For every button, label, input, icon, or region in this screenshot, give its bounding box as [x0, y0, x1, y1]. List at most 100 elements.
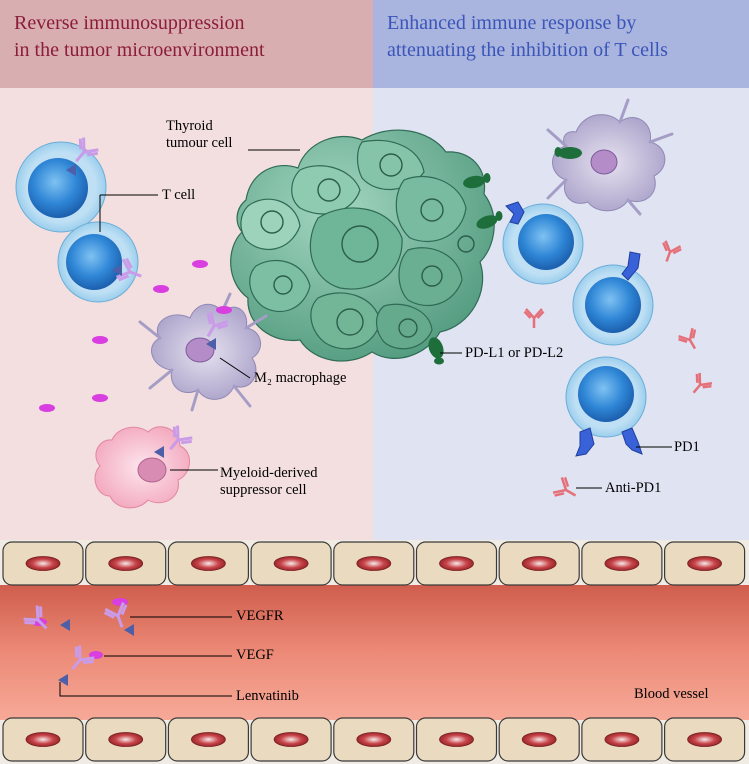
anti-pd1-antibodies: [523, 240, 713, 497]
pd1-receptors: [505, 201, 643, 457]
t-cell-lower: [57, 221, 139, 303]
endothelial-nucleus: [439, 732, 474, 747]
receptor-antibody: [75, 137, 99, 163]
endothelial-cell: [581, 541, 663, 586]
endothelial-nucleus: [190, 556, 226, 571]
pd-ligand: [428, 337, 444, 365]
right-header-band: [373, 0, 749, 88]
endothelial-nucleus: [687, 732, 722, 747]
endothelial-cell: [250, 717, 332, 762]
receptor-antibody: [103, 602, 128, 628]
vegf-particle: [216, 306, 232, 314]
endothelial-cell: [498, 717, 580, 762]
anti-pd1-label: Anti-PD1: [605, 480, 662, 496]
endothelial-nucleus: [356, 732, 392, 747]
endothelial-cell: [415, 717, 498, 762]
m2-macrophage-label: M₂ macrophage: [254, 370, 347, 386]
thyroid-label-line-1: Thyroid: [166, 118, 213, 134]
receptor-antibody: [23, 605, 48, 630]
thyroid-tumour-cell: [230, 129, 495, 362]
pd1-label: PD1: [674, 439, 700, 455]
right-title-line-1: Enhanced immune response by: [387, 12, 637, 34]
m2-leader: [219, 357, 251, 379]
endothelial-nucleus: [521, 732, 557, 747]
mdsc-label-line-2: suppressor cell: [220, 482, 307, 498]
endothelial-nucleus: [604, 732, 640, 747]
lenvatinib-label: Lenvatinib: [236, 688, 299, 704]
pd-ligands: [428, 147, 582, 365]
right-title-line-2: attenuating the inhibition of T cells: [387, 39, 668, 61]
pd-ligand: [463, 173, 491, 189]
endothelial-cell: [581, 717, 663, 762]
endothelial-nucleus: [604, 556, 640, 571]
endothelial-cell: [85, 541, 167, 586]
endothelial-nucleus: [439, 556, 474, 571]
vegf-particle: [92, 394, 108, 402]
endothelial-nucleus: [521, 556, 557, 571]
t-cell-label: T cell: [162, 187, 196, 203]
anti-pd1-antibody: [523, 308, 545, 328]
right-panel-title: Enhanced immune response by attenuating …: [373, 0, 749, 88]
blood-vessel-label: Blood vessel: [634, 686, 709, 702]
t-cell-leader: [99, 194, 158, 232]
t-cell-right-2: [572, 264, 654, 346]
endothelial-nucleus: [356, 556, 392, 571]
lenvatinib-marker: [124, 624, 134, 636]
endothelial-nucleus: [25, 556, 61, 571]
leader-lines: [59, 149, 672, 697]
lenvatinib-marker: [58, 674, 68, 686]
lenvatinib-marker: [112, 264, 122, 276]
pd1-receptor: [575, 427, 595, 457]
vegfr-label: VEGFR: [236, 608, 284, 624]
pd-ligand-label: PD-L1 or PD-L2: [465, 345, 564, 361]
lenvatinib-leader: [59, 682, 232, 697]
vegf-particle: [92, 336, 108, 344]
thyroid-label-line-2: tumour cell: [166, 135, 233, 151]
t-cell-right-1: [502, 203, 584, 285]
lenvatinib-marker: [154, 446, 164, 458]
thyroid-tumour-label: Thyroid tumour cell: [166, 118, 232, 152]
endothelial-cell: [167, 541, 249, 586]
endothelial-cell: [333, 717, 415, 762]
right-macrophage: [546, 98, 674, 216]
pd1-receptor: [621, 251, 641, 281]
endothelial-row-bottom: [2, 717, 746, 762]
vegf-particle: [39, 404, 55, 412]
endothelial-row-top: [2, 541, 746, 586]
pd1-receptor: [505, 201, 525, 225]
endothelial-nucleus: [108, 732, 144, 747]
lenvatinib-marker: [206, 338, 216, 350]
endothelial-nucleus: [108, 556, 144, 571]
left-header-band: [0, 0, 373, 88]
endothelial-cell: [663, 541, 746, 586]
pd-ligand: [476, 211, 503, 229]
anti-pd1-antibody: [678, 327, 697, 350]
left-title-line-1: Reverse immunosuppression: [14, 12, 245, 34]
endothelial-cell: [2, 541, 84, 586]
mdsc-label-line-1: Myeloid-derived: [220, 465, 318, 481]
left-title-line-2: in the tumor microenvironment: [14, 39, 265, 61]
anti-pd1-antibody: [662, 240, 682, 262]
endothelial-cell: [663, 717, 746, 762]
endothelial-nucleus: [190, 732, 226, 747]
receptor-antibody: [71, 645, 95, 671]
receptor-antibodies: [23, 137, 229, 671]
endothelial-cell: [2, 717, 84, 762]
endothelial-nucleus: [687, 556, 722, 571]
anti-pd1-antibody: [552, 477, 577, 497]
endothelial-cell: [167, 717, 249, 762]
mdsc-label: Myeloid-derived suppressor cell: [220, 465, 317, 499]
endothelial-cell: [250, 541, 332, 586]
endothelial-cell: [85, 717, 167, 762]
lenvatinib-markers: [58, 164, 216, 686]
endothelial-nucleus: [273, 732, 309, 747]
t-cell-right-3: [565, 356, 647, 438]
vegf-particle: [192, 260, 208, 268]
endothelial-nucleus: [273, 556, 309, 571]
endothelial-cell: [333, 541, 415, 586]
receptor-antibody: [206, 311, 229, 338]
vegf-label: VEGF: [236, 647, 274, 663]
endothelial-cell: [498, 541, 580, 586]
